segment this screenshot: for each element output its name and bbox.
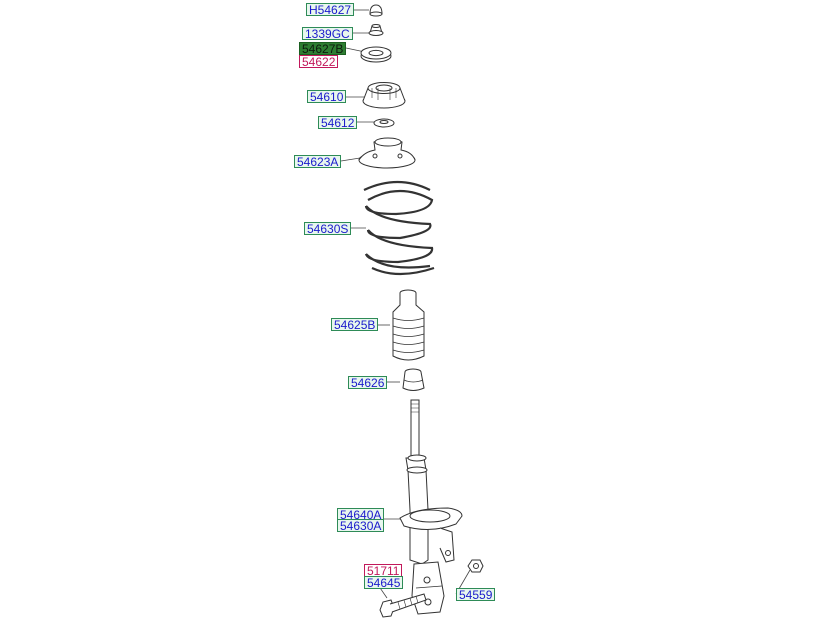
part-label-54630s[interactable]: 54630S: [304, 222, 352, 236]
part-label-54622[interactable]: 54622: [299, 55, 339, 69]
bump-stop-icon: [402, 368, 425, 391]
nut-icon: [369, 4, 383, 17]
part-label-h54627[interactable]: H54627: [306, 3, 355, 17]
washer-icon: [373, 118, 395, 128]
part-label-54625b[interactable]: 54625B: [331, 318, 379, 332]
part-label-54559[interactable]: 54559: [456, 588, 496, 602]
part-label-54626[interactable]: 54626: [348, 376, 388, 390]
bolt-icon: [379, 593, 427, 618]
lock-nut-icon: [368, 24, 384, 36]
bearing-icon: [360, 46, 392, 63]
spring-seat-icon: [358, 137, 416, 169]
top-mount-icon: [362, 82, 406, 109]
dust-boot-icon: [392, 289, 425, 361]
part-label-1339gc[interactable]: 1339GC: [302, 27, 353, 41]
part-label-54627b[interactable]: 54627B: [299, 42, 347, 56]
part-label-54623a[interactable]: 54623A: [294, 155, 342, 169]
coil-spring-icon: [363, 180, 435, 276]
hex-nut-icon: [467, 559, 484, 573]
part-label-54645[interactable]: 54645: [364, 576, 404, 590]
part-label-54610[interactable]: 54610: [307, 90, 347, 104]
part-label-54630a[interactable]: 54630A: [337, 519, 385, 533]
strut-assembly-icon: [399, 399, 463, 615]
part-label-54612[interactable]: 54612: [318, 116, 358, 130]
